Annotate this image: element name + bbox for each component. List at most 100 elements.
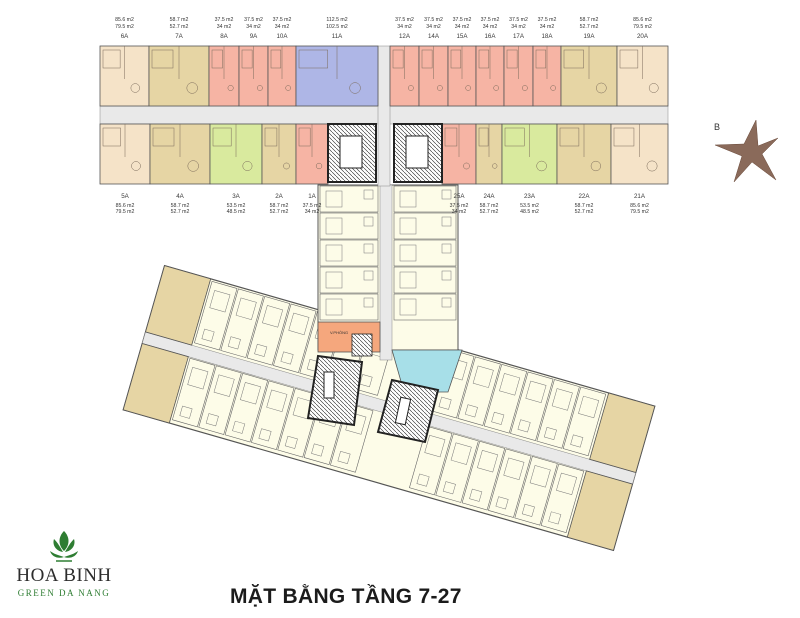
unit-9A[interactable]	[238, 45, 269, 107]
hotel-room[interactable]	[461, 440, 506, 511]
unit-area-label: 58.7 m2	[580, 17, 599, 23]
hotel-room[interactable]	[319, 293, 379, 321]
unit-area-label: 34 m2	[483, 24, 498, 30]
unit-20A[interactable]	[616, 45, 669, 107]
hotel-room[interactable]	[536, 379, 580, 449]
hotel-room[interactable]	[194, 280, 238, 351]
hotel-room[interactable]	[540, 463, 585, 534]
table-icon	[536, 160, 547, 172]
hotel-room[interactable]	[251, 380, 295, 450]
compass: B	[714, 119, 779, 183]
unit-22A[interactable]	[556, 123, 612, 185]
unit-area-label: 58.7 m2	[170, 17, 189, 23]
hotel-room[interactable]	[319, 212, 379, 240]
hotel-room[interactable]	[393, 239, 457, 267]
hotel-room[interactable]	[510, 371, 554, 442]
unit-4A[interactable]	[149, 123, 211, 185]
table-icon	[408, 85, 414, 91]
bed-icon	[262, 305, 284, 328]
bed-icon	[151, 49, 174, 69]
bathroom-icon	[469, 488, 483, 502]
hotel-room[interactable]	[273, 303, 317, 374]
unit-6A[interactable]	[99, 45, 150, 107]
hotel-room[interactable]	[457, 356, 501, 426]
unit-8A[interactable]	[208, 45, 240, 107]
hotel-room[interactable]	[220, 288, 264, 358]
unit-19A[interactable]	[560, 45, 618, 107]
bathroom-icon	[441, 189, 452, 200]
hotel-room-floor	[273, 303, 317, 374]
bathroom-icon	[363, 243, 374, 254]
hotel-room[interactable]	[319, 185, 379, 213]
hotel-room[interactable]	[483, 364, 528, 434]
hotel-room[interactable]	[409, 425, 453, 496]
unit-area-label: 85.6 m2	[115, 17, 134, 23]
hotel-room[interactable]	[435, 433, 479, 503]
unit-14A[interactable]	[418, 45, 449, 107]
unit-area-label: 58.7 m2	[575, 203, 594, 209]
unit-area-label: 34 m2	[511, 24, 526, 30]
hotel-room-floor	[172, 357, 216, 428]
hotel-room[interactable]	[393, 293, 457, 321]
bed-icon	[499, 373, 521, 396]
unit-code-label: 5A	[121, 193, 129, 200]
bed-icon	[450, 442, 472, 465]
upper-core-left-lift	[339, 135, 363, 169]
unit-15A[interactable]	[447, 45, 477, 107]
hotel-room[interactable]	[562, 386, 607, 457]
hotel-room[interactable]	[393, 185, 457, 213]
bed-icon	[529, 465, 551, 488]
hotel-room[interactable]	[393, 266, 457, 294]
unit-2A[interactable]	[261, 123, 297, 185]
bathroom-icon	[254, 343, 268, 357]
core-left	[306, 354, 364, 427]
unit-code-label: 6A	[121, 33, 129, 40]
unit-area-label: 53.5 m2	[227, 203, 246, 209]
table-icon	[349, 82, 361, 94]
hotel-room[interactable]	[224, 372, 269, 443]
unit-24A[interactable]	[475, 123, 503, 185]
bed-icon	[559, 127, 580, 147]
unit-12A[interactable]	[389, 45, 420, 107]
unit-11A[interactable]	[295, 45, 379, 107]
table-icon	[596, 82, 607, 94]
hotel-room[interactable]	[319, 266, 379, 294]
unit-23A[interactable]	[501, 123, 558, 185]
unit-code-label: 1A	[308, 193, 316, 200]
unit-18A[interactable]	[532, 45, 562, 107]
hotel-room-floor	[409, 425, 453, 496]
bathroom-icon	[201, 328, 215, 342]
upper-wing	[99, 45, 669, 187]
unit-area-label: 52.7 m2	[480, 209, 499, 215]
unit-1A[interactable]	[295, 123, 329, 185]
bed-icon	[444, 127, 458, 147]
hotel-room[interactable]	[172, 357, 216, 428]
bathroom-icon	[416, 473, 430, 487]
hotel-room[interactable]	[319, 239, 379, 267]
unit-area-label: 37.5 m2	[481, 17, 500, 23]
hotel-room-floor	[540, 463, 585, 534]
unit-code-label: 7A	[175, 33, 183, 40]
unit-5A[interactable]	[99, 123, 151, 185]
bed-icon	[477, 450, 499, 473]
table-icon	[315, 162, 323, 170]
hotel-room-floor	[251, 380, 295, 450]
unit-17A[interactable]	[503, 45, 534, 107]
bed-icon	[241, 49, 253, 69]
hotel-room[interactable]	[488, 448, 532, 518]
hotel-room[interactable]	[514, 456, 558, 526]
bathroom-icon	[258, 428, 272, 442]
bed-icon	[325, 217, 343, 235]
hotel-room[interactable]	[246, 296, 291, 366]
unit-16A[interactable]	[475, 45, 505, 107]
unit-10A[interactable]	[267, 45, 297, 107]
unit-25A[interactable]	[441, 123, 477, 185]
unit-7A[interactable]	[148, 45, 210, 107]
unit-21A[interactable]	[610, 123, 669, 185]
hotel-room[interactable]	[393, 212, 457, 240]
unit-3A[interactable]	[209, 123, 263, 185]
table-icon	[646, 160, 658, 172]
hotel-room[interactable]	[198, 365, 242, 435]
bed-icon	[298, 127, 311, 147]
